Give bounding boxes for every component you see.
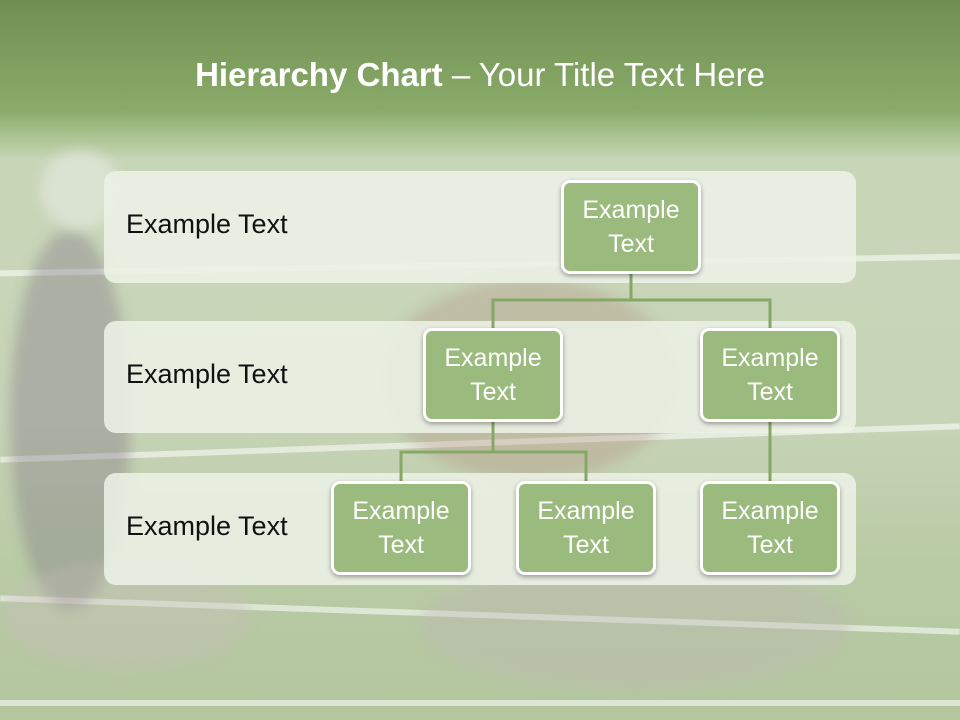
node-level3-b-text: Example Text bbox=[537, 497, 635, 559]
node-level3-a[interactable]: Example Text bbox=[331, 481, 471, 575]
node-level3-c[interactable]: Example Text bbox=[700, 481, 840, 575]
node-root[interactable]: Example Text bbox=[561, 180, 701, 274]
title-bold: Hierarchy Chart bbox=[195, 56, 443, 93]
node-level2-right-text: Example Text bbox=[721, 344, 819, 406]
band-label-2: Example Text bbox=[126, 359, 288, 389]
slide-title: Hierarchy Chart – Your Title Text Here bbox=[0, 56, 960, 94]
node-level2-right[interactable]: Example Text bbox=[700, 328, 840, 422]
connector-left-b bbox=[493, 450, 588, 481]
node-level2-left-text: Example Text bbox=[444, 344, 542, 406]
connector-left-a bbox=[399, 422, 495, 481]
level-band-1: Example Text bbox=[104, 171, 856, 283]
title-header: Hierarchy Chart – Your Title Text Here bbox=[0, 0, 960, 150]
title-rest: – Your Title Text Here bbox=[442, 56, 765, 93]
band-label-1: Example Text bbox=[126, 209, 288, 239]
node-root-text: Example Text bbox=[582, 196, 680, 258]
node-level3-b[interactable]: Example Text bbox=[516, 481, 656, 575]
node-level3-a-text: Example Text bbox=[352, 497, 450, 559]
connector-root-left bbox=[491, 274, 633, 329]
node-level2-left[interactable]: Example Text bbox=[423, 328, 563, 422]
band-label-3: Example Text bbox=[126, 511, 288, 541]
connector-root-right bbox=[631, 298, 772, 329]
node-level3-c-text: Example Text bbox=[721, 497, 819, 559]
field-line bbox=[0, 700, 960, 706]
